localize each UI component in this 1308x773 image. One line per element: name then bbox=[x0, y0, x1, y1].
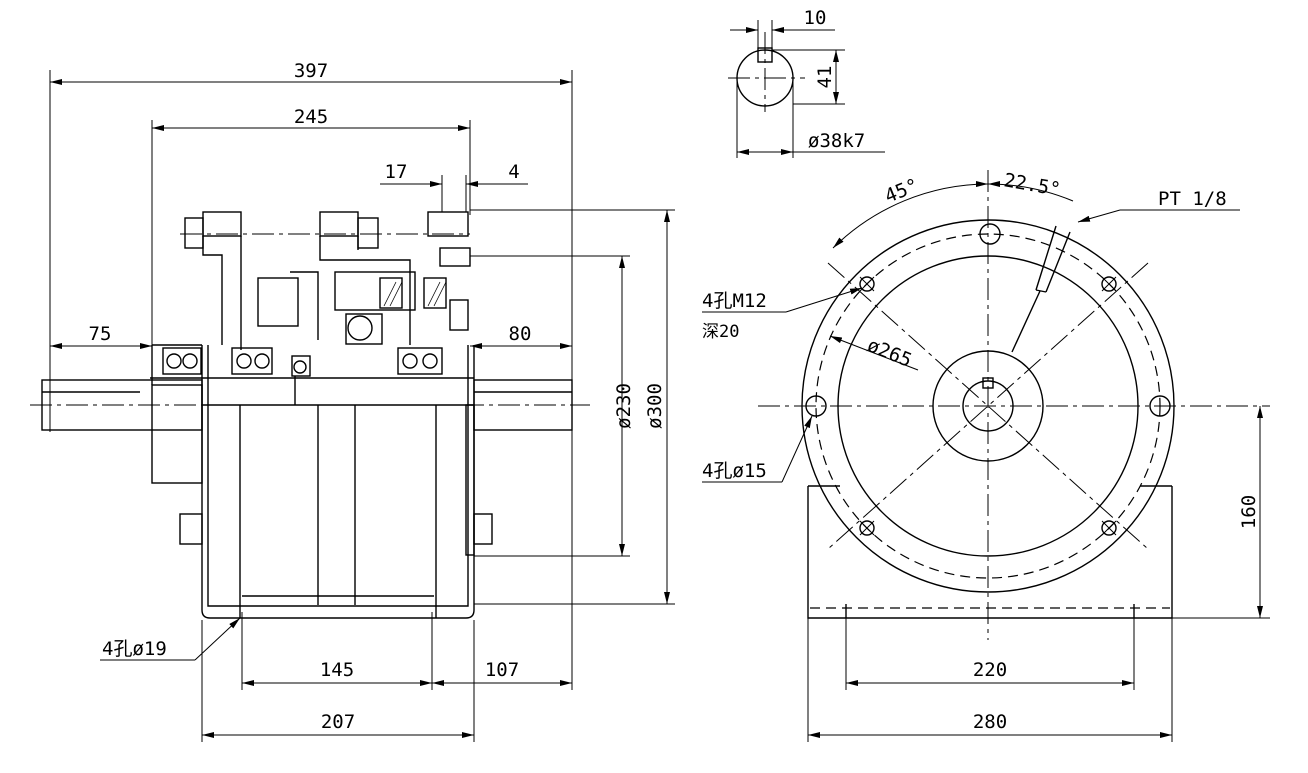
dim-base-hole-spacing: 145 bbox=[320, 659, 354, 681]
dim-base-offset: 107 bbox=[485, 659, 519, 681]
dim-17: 17 bbox=[385, 161, 408, 183]
note-tapped-holes: 4孔M12 bbox=[702, 290, 767, 312]
note-port: PT 1/8 bbox=[1158, 188, 1227, 210]
dim-key-width: 10 bbox=[804, 7, 827, 29]
dim-shaft-right: 80 bbox=[509, 323, 532, 345]
dim-pcd: ø265 bbox=[864, 334, 915, 372]
angle-22-5: 22.5° bbox=[1002, 169, 1062, 201]
dim-shaft-dia: ø38k7 bbox=[808, 130, 865, 152]
dim-overall-length: 397 bbox=[294, 60, 328, 82]
dim-key-height: 41 bbox=[814, 66, 836, 89]
dim-foot-width: 280 bbox=[973, 711, 1007, 733]
dim-foot-hole-spacing: 220 bbox=[973, 659, 1007, 681]
angle-45: 45° bbox=[882, 174, 922, 207]
shaft-key-detail: 10 41 ø38k7 bbox=[728, 7, 885, 158]
dim-dia-230: ø230 bbox=[613, 383, 635, 429]
dim-base-width: 207 bbox=[321, 711, 355, 733]
dim-center-height: 160 bbox=[1238, 495, 1260, 529]
dim-4: 4 bbox=[508, 161, 519, 183]
dim-housing-length: 245 bbox=[294, 106, 328, 128]
note-tapped-depth: 深20 bbox=[702, 322, 739, 342]
side-view: 397 245 17 4 75 80 bbox=[30, 60, 675, 742]
tapped-hole bbox=[859, 276, 1117, 536]
note-base-holes: 4孔ø19 bbox=[102, 638, 167, 660]
note-holes: 4孔ø15 bbox=[702, 460, 767, 482]
front-view: 45° 22.5° PT 1/8 4孔M12 深20 ø265 4孔ø15 16… bbox=[702, 169, 1270, 742]
dim-dia-300: ø300 bbox=[644, 383, 666, 429]
dim-shaft-left: 75 bbox=[89, 323, 112, 345]
